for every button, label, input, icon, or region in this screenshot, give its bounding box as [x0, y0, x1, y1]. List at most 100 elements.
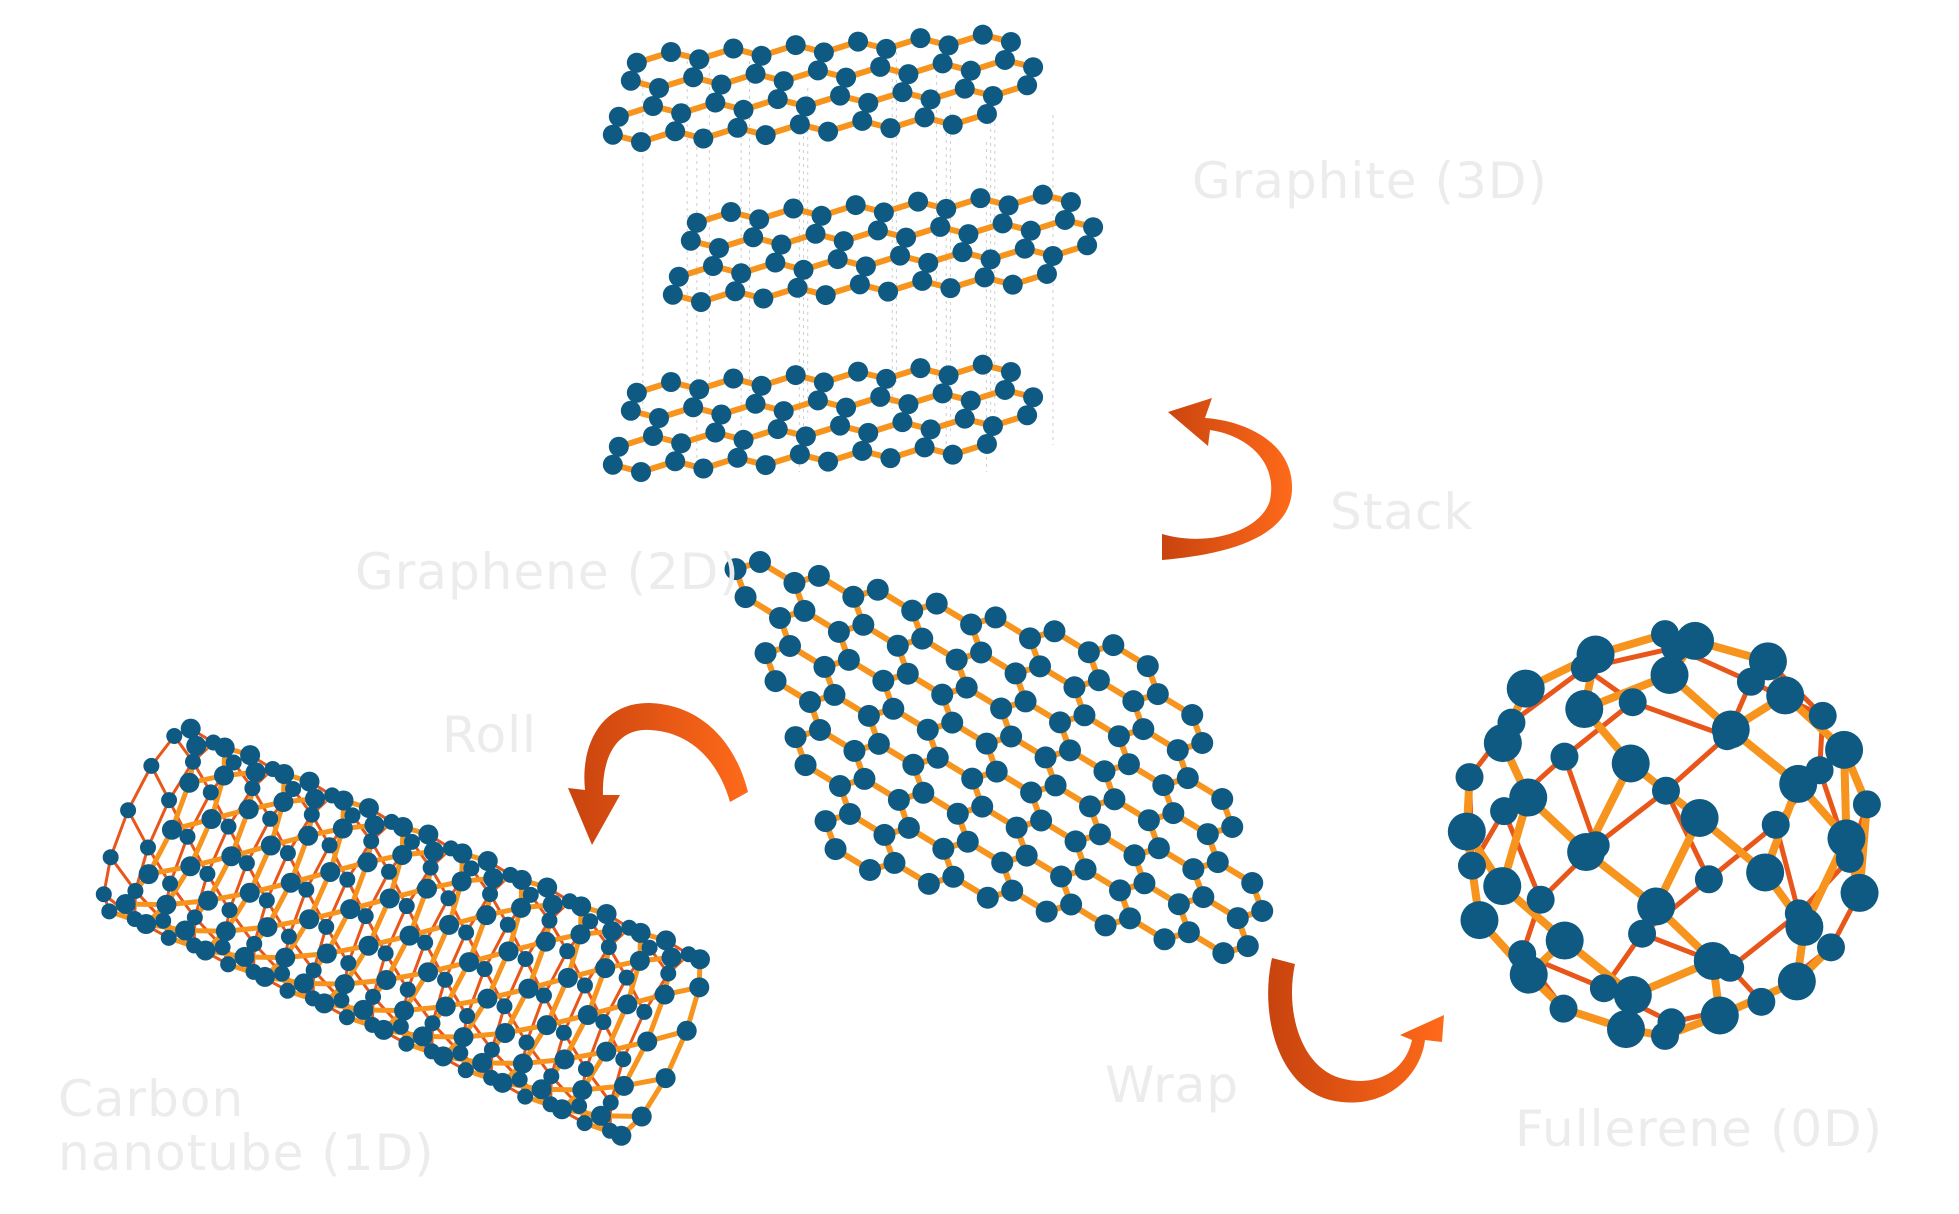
- nanotube-atom: [321, 837, 338, 854]
- graphite-atom: [661, 42, 681, 62]
- graphite-atom: [686, 212, 707, 233]
- graphene-atom: [1182, 858, 1205, 881]
- graphite-atom: [914, 437, 935, 458]
- fullerene-atom: [1509, 955, 1548, 994]
- graphite-atom: [998, 195, 1019, 216]
- graphene-atom: [1211, 787, 1234, 810]
- graphene-atom: [1014, 690, 1037, 713]
- nanotube-bond: [146, 798, 171, 849]
- nanotube-atom: [551, 1099, 572, 1120]
- graphene-atom: [1059, 739, 1082, 762]
- nanotube-atom: [279, 845, 296, 862]
- nanotube-atom: [571, 1097, 588, 1114]
- nanotube-atom: [482, 886, 499, 903]
- graphite-atom: [836, 397, 857, 418]
- fullerene-atom: [1779, 764, 1818, 803]
- graphite-atom: [920, 89, 941, 110]
- graphene-atom: [1060, 893, 1083, 916]
- graphene-atom: [1192, 886, 1215, 909]
- nanotube-atom: [139, 839, 156, 856]
- graphite-atom: [876, 368, 897, 389]
- graphene-atom: [784, 726, 807, 749]
- graphite-atom: [858, 92, 879, 113]
- fullerene-atom: [1606, 1010, 1645, 1049]
- nanotube-atom: [512, 1053, 533, 1074]
- graphene-atom: [1064, 830, 1087, 853]
- graphite-atom: [867, 220, 888, 241]
- graphene-atom: [843, 739, 866, 762]
- fullerene-atom: [1589, 974, 1618, 1003]
- graphene-atom: [1004, 662, 1027, 685]
- fullerene-atom: [1447, 812, 1486, 851]
- graphene-atom: [1005, 816, 1028, 839]
- fullerene-atom: [1694, 865, 1723, 894]
- graphite-atom: [932, 383, 953, 404]
- graphite-atom: [626, 382, 647, 403]
- graphite-atom: [976, 103, 997, 124]
- graphene-atom: [911, 627, 934, 650]
- graphene-atom: [960, 613, 983, 636]
- graphite-atom: [773, 401, 794, 422]
- nanotube-atom: [120, 802, 137, 819]
- graphite-atom: [789, 444, 810, 465]
- nanotube-atom: [570, 924, 591, 945]
- graphite-atom: [749, 209, 770, 230]
- nanotube-atom: [273, 792, 294, 813]
- stack-label: Stack: [1330, 483, 1474, 541]
- graphite-atom: [954, 408, 975, 429]
- graphene-atom: [1221, 815, 1244, 838]
- graphene-atom: [852, 613, 875, 636]
- nanotube-atom: [334, 974, 355, 995]
- nanotube-atom: [517, 1088, 534, 1105]
- nanotube-atom: [615, 1051, 632, 1068]
- graphene-atom: [866, 578, 889, 601]
- graphite-atom: [731, 263, 752, 284]
- nanotube-atom: [363, 833, 380, 850]
- graphene-atom: [1152, 774, 1175, 797]
- nanotube-atom: [483, 1041, 500, 1058]
- fullerene-bond: [1561, 754, 1599, 848]
- fullerene-structure: [1447, 620, 1881, 1050]
- graphene-atom: [926, 746, 949, 769]
- graphite-atom: [631, 462, 651, 482]
- nanotube-atom: [617, 994, 638, 1015]
- graphite-atom: [852, 110, 873, 131]
- graphene-atom: [1117, 753, 1140, 776]
- graphite-atom: [608, 106, 629, 127]
- graphite-atom: [668, 266, 689, 287]
- graphene-atom: [1136, 655, 1159, 678]
- nanotube-atom: [591, 1105, 612, 1126]
- fullerene-atom: [1651, 776, 1680, 805]
- fullerene-atom: [1545, 921, 1584, 960]
- graphite-atom: [1017, 405, 1038, 426]
- nanotube-atom: [332, 818, 353, 839]
- graphite-atom: [849, 274, 870, 295]
- nanotube-atom: [280, 928, 297, 945]
- fullerene-atom: [1567, 833, 1606, 872]
- nanotube-bond: [109, 808, 130, 859]
- graphite-atom: [930, 216, 951, 237]
- graphite-atom: [876, 38, 897, 59]
- nanotube-bond: [346, 914, 368, 965]
- nanotube-atom: [95, 886, 112, 903]
- nanotube-atom: [299, 771, 320, 792]
- graphite-atom: [855, 256, 876, 277]
- graphene-atom: [799, 691, 821, 713]
- graphite-atom: [721, 202, 741, 222]
- fullerene-atom: [1550, 742, 1579, 771]
- graphite-atom: [942, 444, 963, 465]
- graphite-atom: [1083, 217, 1104, 238]
- fullerene-atom: [1825, 730, 1864, 769]
- fullerene-atom: [1526, 885, 1555, 914]
- nanotube-atom: [543, 1068, 560, 1085]
- graphene-atom: [955, 676, 978, 699]
- nanotube-atom: [541, 912, 558, 929]
- nanotube-atom: [285, 780, 302, 797]
- graphite-atom: [1032, 184, 1053, 205]
- nanotube-atom: [452, 1045, 469, 1062]
- graphene-atom: [887, 788, 910, 811]
- nanotube-atom: [496, 998, 513, 1015]
- graphite-atom: [1017, 75, 1038, 96]
- fullerene-atom: [1852, 790, 1881, 819]
- graphene-atom: [1074, 858, 1097, 881]
